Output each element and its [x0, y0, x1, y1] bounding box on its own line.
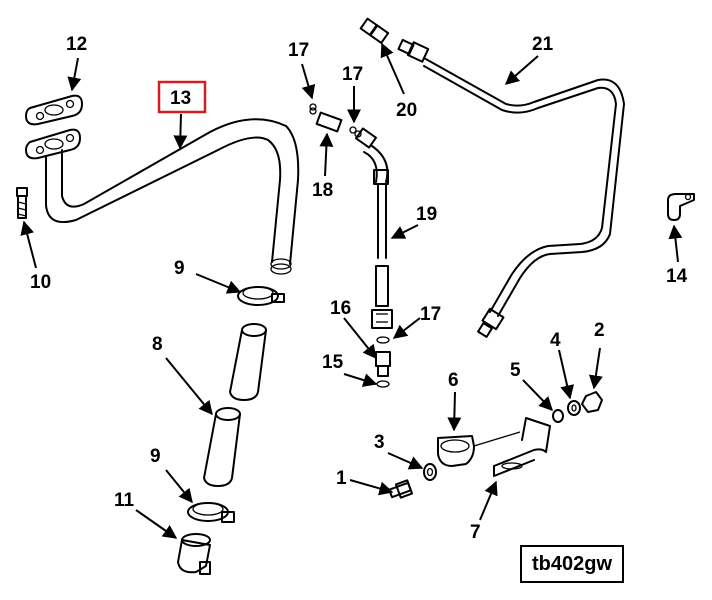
part-11-fitting [177, 533, 211, 575]
part-6-clamp [437, 435, 475, 467]
highlight-box-callout-13 [157, 80, 207, 114]
leader-lines [20, 42, 683, 539]
part-9-clamp-top [237, 286, 285, 306]
callout-8: 8 [152, 334, 163, 355]
callout-17-lower: 17 [420, 304, 441, 325]
callout-9-top: 9 [174, 258, 185, 279]
part-3-washer [423, 463, 437, 481]
callout-20: 20 [396, 100, 417, 121]
callout-7: 7 [470, 522, 481, 543]
callout-16: 16 [330, 298, 351, 319]
part-15-16-17-stack [375, 336, 391, 388]
callout-18: 18 [312, 180, 333, 201]
callout-13: 13 [170, 88, 191, 109]
callout-labels: 12 13 10 9 8 9 11 17 17 18 19 16 17 15 2… [30, 34, 688, 543]
callout-15: 15 [322, 352, 344, 373]
callout-14: 14 [666, 266, 688, 287]
callout-21: 21 [532, 34, 554, 55]
callout-17-top-right: 17 [342, 64, 363, 85]
part-2-nut [581, 391, 603, 413]
callout-10: 10 [30, 272, 51, 293]
callout-1: 1 [336, 468, 347, 489]
part-17-18-connector [309, 103, 362, 138]
part-10-bolt [16, 187, 28, 219]
part-21-pipe [397, 38, 625, 338]
part-9-clamp-bottom [187, 502, 235, 523]
part-5-washer [552, 409, 564, 423]
part-1-bolt [388, 479, 414, 499]
part-20-fitting [359, 17, 390, 44]
part-19-line [355, 127, 393, 329]
part-8-hoses [203, 323, 267, 487]
callout-12: 12 [66, 34, 87, 55]
callout-6: 6 [448, 370, 459, 391]
callout-4: 4 [550, 330, 561, 351]
callout-19: 19 [416, 204, 437, 225]
diagram-code-label: tb402gw [520, 545, 624, 583]
part-12-gasket [25, 94, 83, 126]
part-7-bracket [473, 417, 551, 477]
part-4-lockwasher [567, 400, 581, 416]
callout-17-top-left: 17 [288, 40, 309, 61]
part-13-tube [25, 118, 300, 275]
callout-9-bottom: 9 [150, 446, 161, 467]
callout-3: 3 [374, 432, 385, 453]
part-14-clip [667, 193, 695, 221]
callout-2: 2 [594, 320, 605, 341]
callout-5: 5 [510, 360, 521, 381]
callout-11: 11 [114, 490, 135, 511]
